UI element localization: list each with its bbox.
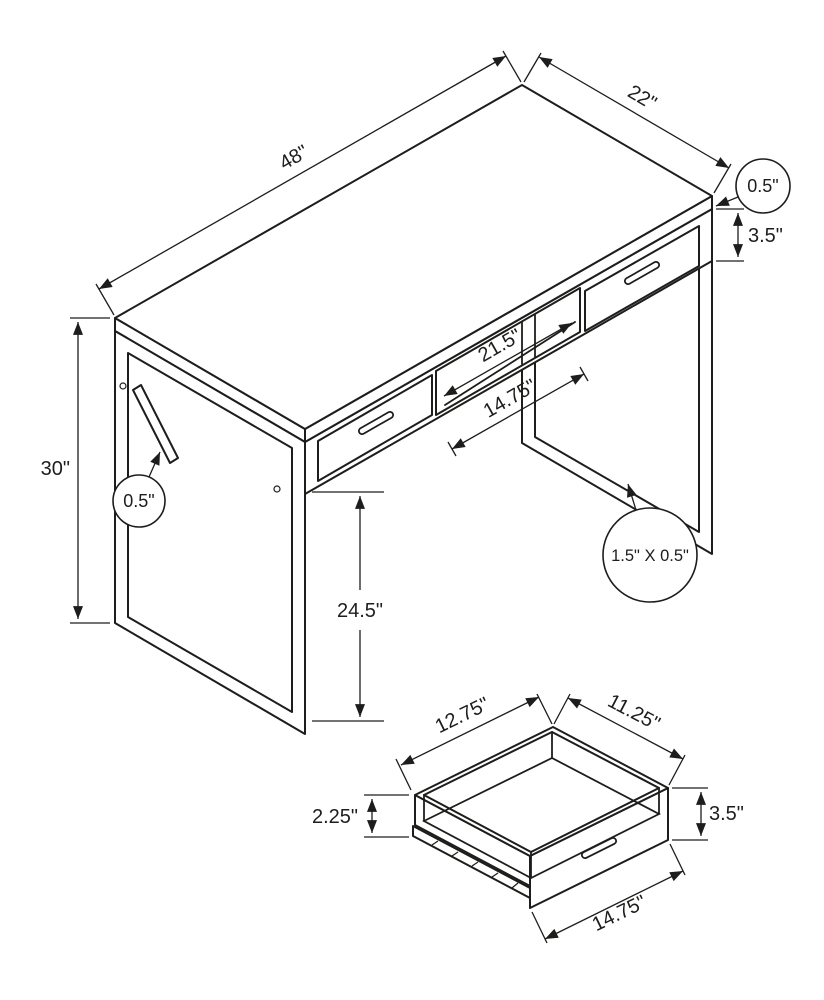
callout-circle <box>602 507 698 603</box>
dim-line <box>451 373 585 450</box>
callout-leader <box>715 196 739 207</box>
right-drawer-front <box>584 225 700 332</box>
dim-ext <box>531 911 548 944</box>
dim-ext <box>395 758 412 791</box>
callout-circle <box>735 158 791 214</box>
dim-line <box>538 56 730 169</box>
bolt-hole-1 <box>119 382 127 390</box>
dim-ext <box>669 843 686 876</box>
callout-tube: 0.5" <box>112 451 166 528</box>
drawer-inner-depth-label: 11.25" <box>604 690 664 735</box>
apron-height-label: 3.5" <box>748 225 783 247</box>
callout-top-thickness: 0.5" <box>715 158 791 214</box>
callout-leg-profile: 1.5" X 0.5" <box>602 483 698 603</box>
dim-ext <box>523 52 542 83</box>
dim-overall-height: 30" <box>41 317 110 624</box>
drawer-detail <box>412 726 669 909</box>
dim-line <box>567 697 684 760</box>
dim-clearance: 24.5" <box>312 491 384 722</box>
drawer-front-width-label: 14.75" <box>589 891 650 936</box>
drawer-slide-rail <box>412 825 531 899</box>
drawer-handle <box>581 837 617 859</box>
drawer-front-height-label: 3.5" <box>709 803 744 825</box>
overall-height-label: 30" <box>41 458 70 480</box>
bolt-hole-2 <box>273 485 281 493</box>
dim-ext <box>536 693 553 725</box>
leg-profile-label: 1.5" X 0.5" <box>611 547 689 565</box>
dim-ext <box>553 693 571 725</box>
dim-line <box>98 55 507 290</box>
dim-drawer-front-height: 3.5" <box>672 787 744 841</box>
drawer-interior-corners <box>423 731 660 879</box>
tube-label: 0.5" <box>123 491 154 511</box>
dim-ext <box>713 163 732 194</box>
right-drawer-handle <box>624 261 660 285</box>
corner-brace <box>132 384 179 464</box>
top-thickness-label: 0.5" <box>747 176 778 196</box>
desk-left-leg-frame <box>114 330 306 735</box>
dim-drawer-side-height: 2.25" <box>312 794 409 838</box>
drawer-side-height-label: 2.25" <box>312 806 358 828</box>
callout-circle <box>112 474 166 528</box>
dim-ext <box>95 283 115 316</box>
left-drawer-handle <box>358 411 394 435</box>
dim-apron-height: 3.5" <box>716 208 783 262</box>
callout-leader <box>148 451 161 478</box>
dim-line <box>400 696 540 766</box>
callout-leader <box>627 483 637 511</box>
slide-rail-hatching <box>431 840 519 889</box>
dim-line <box>544 870 684 940</box>
drawer-inner-length-label: 12.75" <box>432 693 493 738</box>
clearance-label: 24.5" <box>337 600 383 622</box>
dim-ext <box>668 754 686 786</box>
